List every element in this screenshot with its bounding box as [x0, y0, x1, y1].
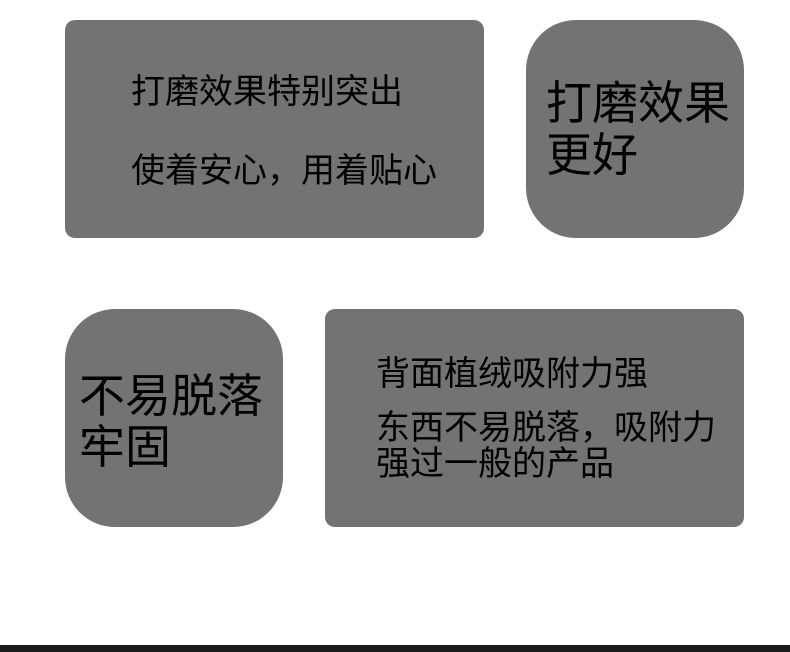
- card-headline-line: 牢固: [79, 420, 171, 474]
- card-headline-line: 更好: [546, 128, 638, 182]
- bottom-divider-bar: [0, 645, 790, 652]
- card-text-line: 打磨效果特别突出: [131, 72, 403, 112]
- card-headline-line: 不易脱落: [79, 369, 263, 423]
- feature-card-durability: 不易脱落 牢固: [65, 309, 283, 527]
- card-text-line: 东西不易脱落，吸附力: [376, 408, 716, 448]
- feature-card-adhesion-detail: 背面植绒吸附力强 东西不易脱落，吸附力 强过一般的产品: [325, 309, 744, 527]
- card-text-line: 强过一般的产品: [376, 444, 614, 484]
- feature-card-polishing-detail: 打磨效果特别突出 使着安心，用着贴心: [65, 20, 484, 238]
- card-headline-line: 打磨效果: [546, 76, 730, 130]
- card-text-line: 背面植绒吸附力强: [376, 354, 648, 394]
- feature-card-polishing: 打磨效果 更好: [526, 20, 744, 238]
- card-text-line: 使着安心，用着贴心: [131, 151, 437, 191]
